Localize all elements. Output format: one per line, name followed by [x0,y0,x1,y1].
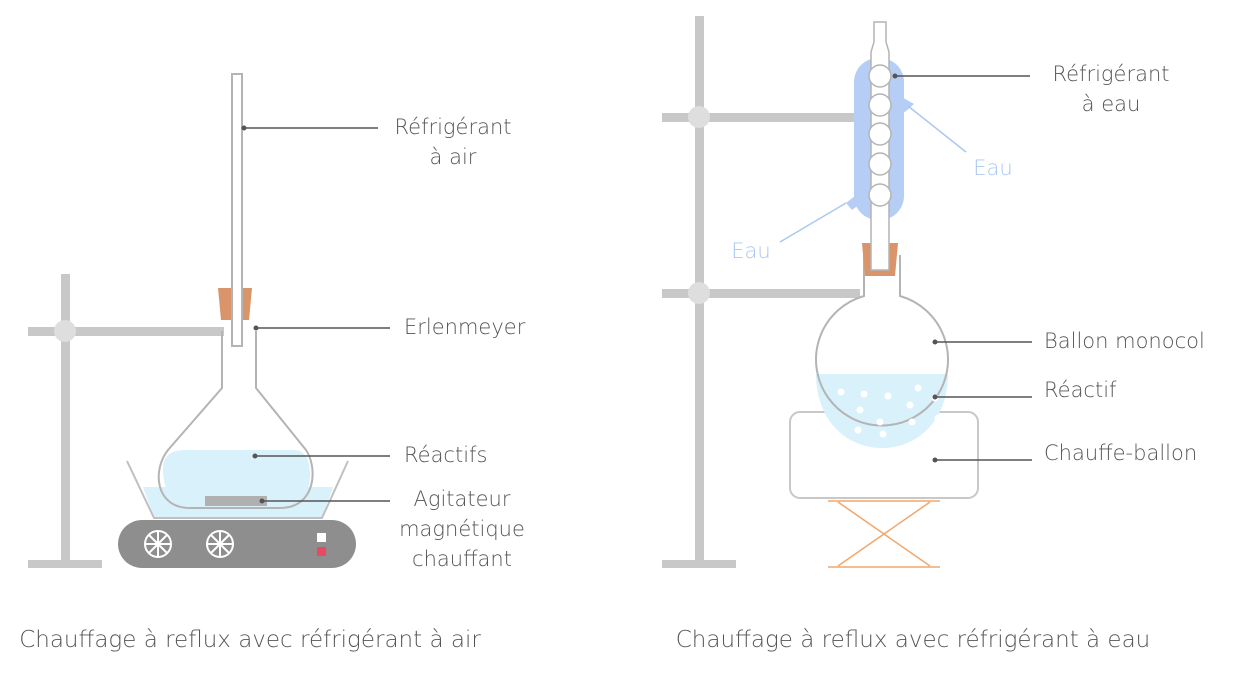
air-condenser-tube [231,73,243,347]
flask-outline [157,331,314,509]
lab-jack [828,500,940,568]
label-erlenmeyer: Erlenmeyer [404,315,526,339]
label-stirrer-line3: chauffant [412,547,512,571]
flask-liquid [163,450,310,508]
right-leader-lines [895,75,1032,461]
label-stirrer-line2: magnétique [399,517,525,541]
left-stand [28,274,224,568]
condenser-inlet-nozzle [846,188,865,210]
condenser-inner-tube [870,21,890,271]
right-lower-clamp-knob [688,282,710,304]
hotplate-knob-right-icon [206,530,234,558]
hotplate-led-white [317,533,326,542]
label-water-condenser-line1: Réfrigérant [1053,62,1170,86]
left-leader-dots [241,125,265,504]
label-air-condenser-line1: Réfrigérant [395,115,512,139]
right-leader-dots [892,73,938,463]
right-stand [662,16,860,568]
label-reagent: Réactif [1044,378,1117,402]
erlenmeyer-flask [157,331,314,509]
label-flask: Ballon monocol [1044,329,1205,353]
left-stand-clamp-arm [28,327,224,336]
right-stand-upper-clamp [662,113,858,122]
round-flask-liquid [816,374,948,448]
left-stand-base [28,560,102,568]
round-bottom-flask [815,255,949,448]
caption-left: Chauffage à reflux avec réfrigérant à ai… [19,627,481,653]
bath-vessel [126,460,349,519]
hotplate-led-red [317,547,326,556]
left-stand-rod [61,274,70,566]
hotplate-body [118,520,356,568]
label-air-condenser-line2: à air [430,145,477,169]
right-stand-base [662,560,736,568]
right-upper-clamp-knob [688,106,710,128]
round-flask-outline [815,255,949,427]
condenser-bulbs [868,64,892,207]
label-stirrer-line1: Agitateur [413,487,510,511]
label-water-out: Eau [973,156,1012,180]
right-stand-lower-clamp [662,289,860,298]
water-condenser [846,21,914,271]
label-heater: Chauffe-ballon [1044,441,1197,465]
water-flow-lines [779,105,967,243]
left-leader-lines [244,127,390,502]
right-setup: Réfrigérant à eau Eau Eau Ballon monocol… [662,16,1205,653]
hotplate-knob-left-icon [144,530,172,558]
label-water-condenser-line2: à eau [1082,92,1141,116]
left-stand-clamp-knob [54,320,76,342]
caption-right: Chauffage à reflux avec réfrigérant à ea… [676,627,1151,653]
label-reagents: Réactifs [404,443,487,467]
stir-bar [205,496,267,506]
air-tube-outline [231,73,243,347]
hotplate-stirrer [118,520,356,568]
left-setup: Réfrigérant à air Erlenmeyer Réactifs Ag… [19,73,526,653]
label-water-in: Eau [731,239,770,263]
